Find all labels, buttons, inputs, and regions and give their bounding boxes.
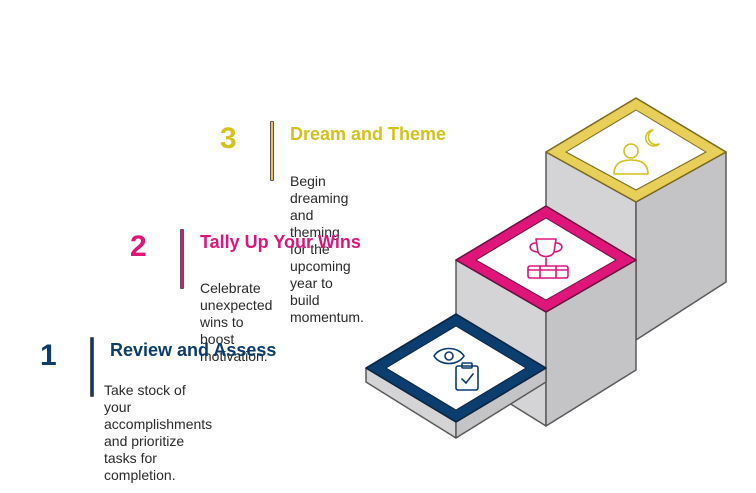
staircase-graphic [0,0,756,493]
